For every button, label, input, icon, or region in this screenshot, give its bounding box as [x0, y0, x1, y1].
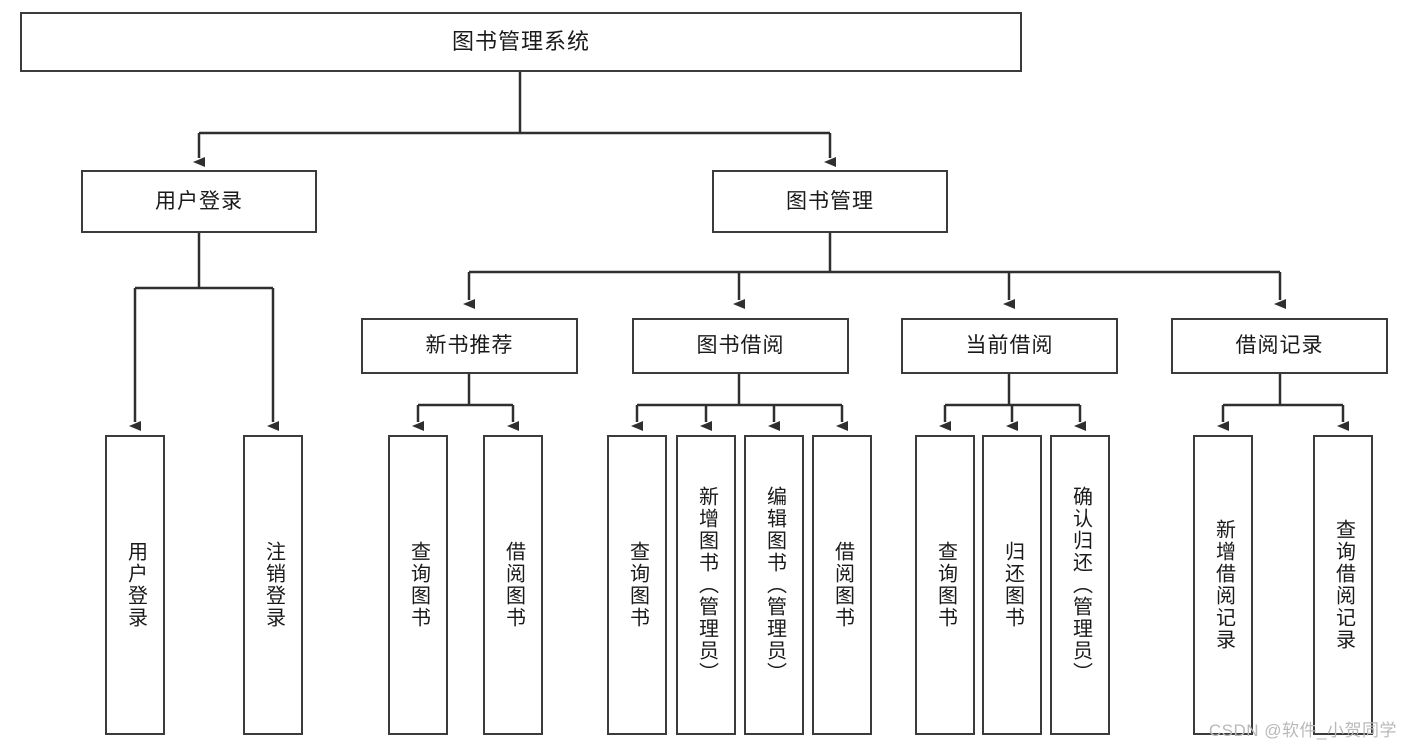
node-current-borrow[interactable]: 当前借阅: [901, 318, 1118, 374]
node-label: 新增图书（管理员）: [695, 486, 718, 684]
node-label: 编辑图书（管理员）: [763, 486, 786, 684]
node-book-borrow[interactable]: 图书借阅: [632, 318, 849, 374]
leaf-user-login[interactable]: 用户登录: [105, 435, 165, 735]
leaf-recommend-borrow-book[interactable]: 借阅图书: [483, 435, 543, 735]
node-label: 查询图书: [626, 541, 649, 629]
node-label: 借阅图书: [831, 541, 854, 629]
node-label: 查询图书: [407, 541, 430, 629]
leaf-current-return-book[interactable]: 归还图书: [982, 435, 1042, 735]
leaf-current-confirm-return-admin[interactable]: 确认归还（管理员）: [1050, 435, 1110, 735]
leaf-recommend-query-book[interactable]: 查询图书: [388, 435, 448, 735]
node-label: 用户登录: [124, 541, 147, 629]
csdn-watermark: CSDN @软件_小贺同学: [1208, 721, 1397, 740]
node-label: 图书管理系统: [451, 28, 590, 54]
leaf-logout[interactable]: 注销登录: [243, 435, 303, 735]
node-label: 借阅记录: [1235, 334, 1324, 358]
node-label: 确认归还（管理员）: [1069, 486, 1092, 684]
node-label: 当前借阅: [965, 334, 1054, 358]
leaf-borrow-borrow-book[interactable]: 借阅图书: [812, 435, 872, 735]
node-label: 归还图书: [1001, 541, 1024, 629]
node-label: 新增借阅记录: [1212, 519, 1235, 651]
node-label: 借阅图书: [502, 541, 525, 629]
node-label: 用户登录: [155, 189, 243, 213]
node-root-system[interactable]: 图书管理系统: [20, 12, 1022, 72]
node-user-login[interactable]: 用户登录: [81, 170, 317, 233]
leaf-records-query-record[interactable]: 查询借阅记录: [1313, 435, 1373, 735]
leaf-records-add-record[interactable]: 新增借阅记录: [1193, 435, 1253, 735]
node-label: 新书推荐: [425, 334, 514, 358]
leaf-current-query-book[interactable]: 查询图书: [915, 435, 975, 735]
node-label: 查询图书: [934, 541, 957, 629]
node-label: 注销登录: [262, 541, 285, 629]
node-book-management[interactable]: 图书管理: [712, 170, 948, 233]
node-label: 图书管理: [786, 189, 874, 213]
node-borrow-records[interactable]: 借阅记录: [1171, 318, 1388, 374]
leaf-borrow-query-book[interactable]: 查询图书: [607, 435, 667, 735]
leaf-borrow-edit-book-admin[interactable]: 编辑图书（管理员）: [744, 435, 804, 735]
leaf-borrow-add-book-admin[interactable]: 新增图书（管理员）: [676, 435, 736, 735]
node-label: 查询借阅记录: [1332, 519, 1355, 651]
node-label: 图书借阅: [696, 334, 785, 358]
node-new-book-recommend[interactable]: 新书推荐: [361, 318, 578, 374]
